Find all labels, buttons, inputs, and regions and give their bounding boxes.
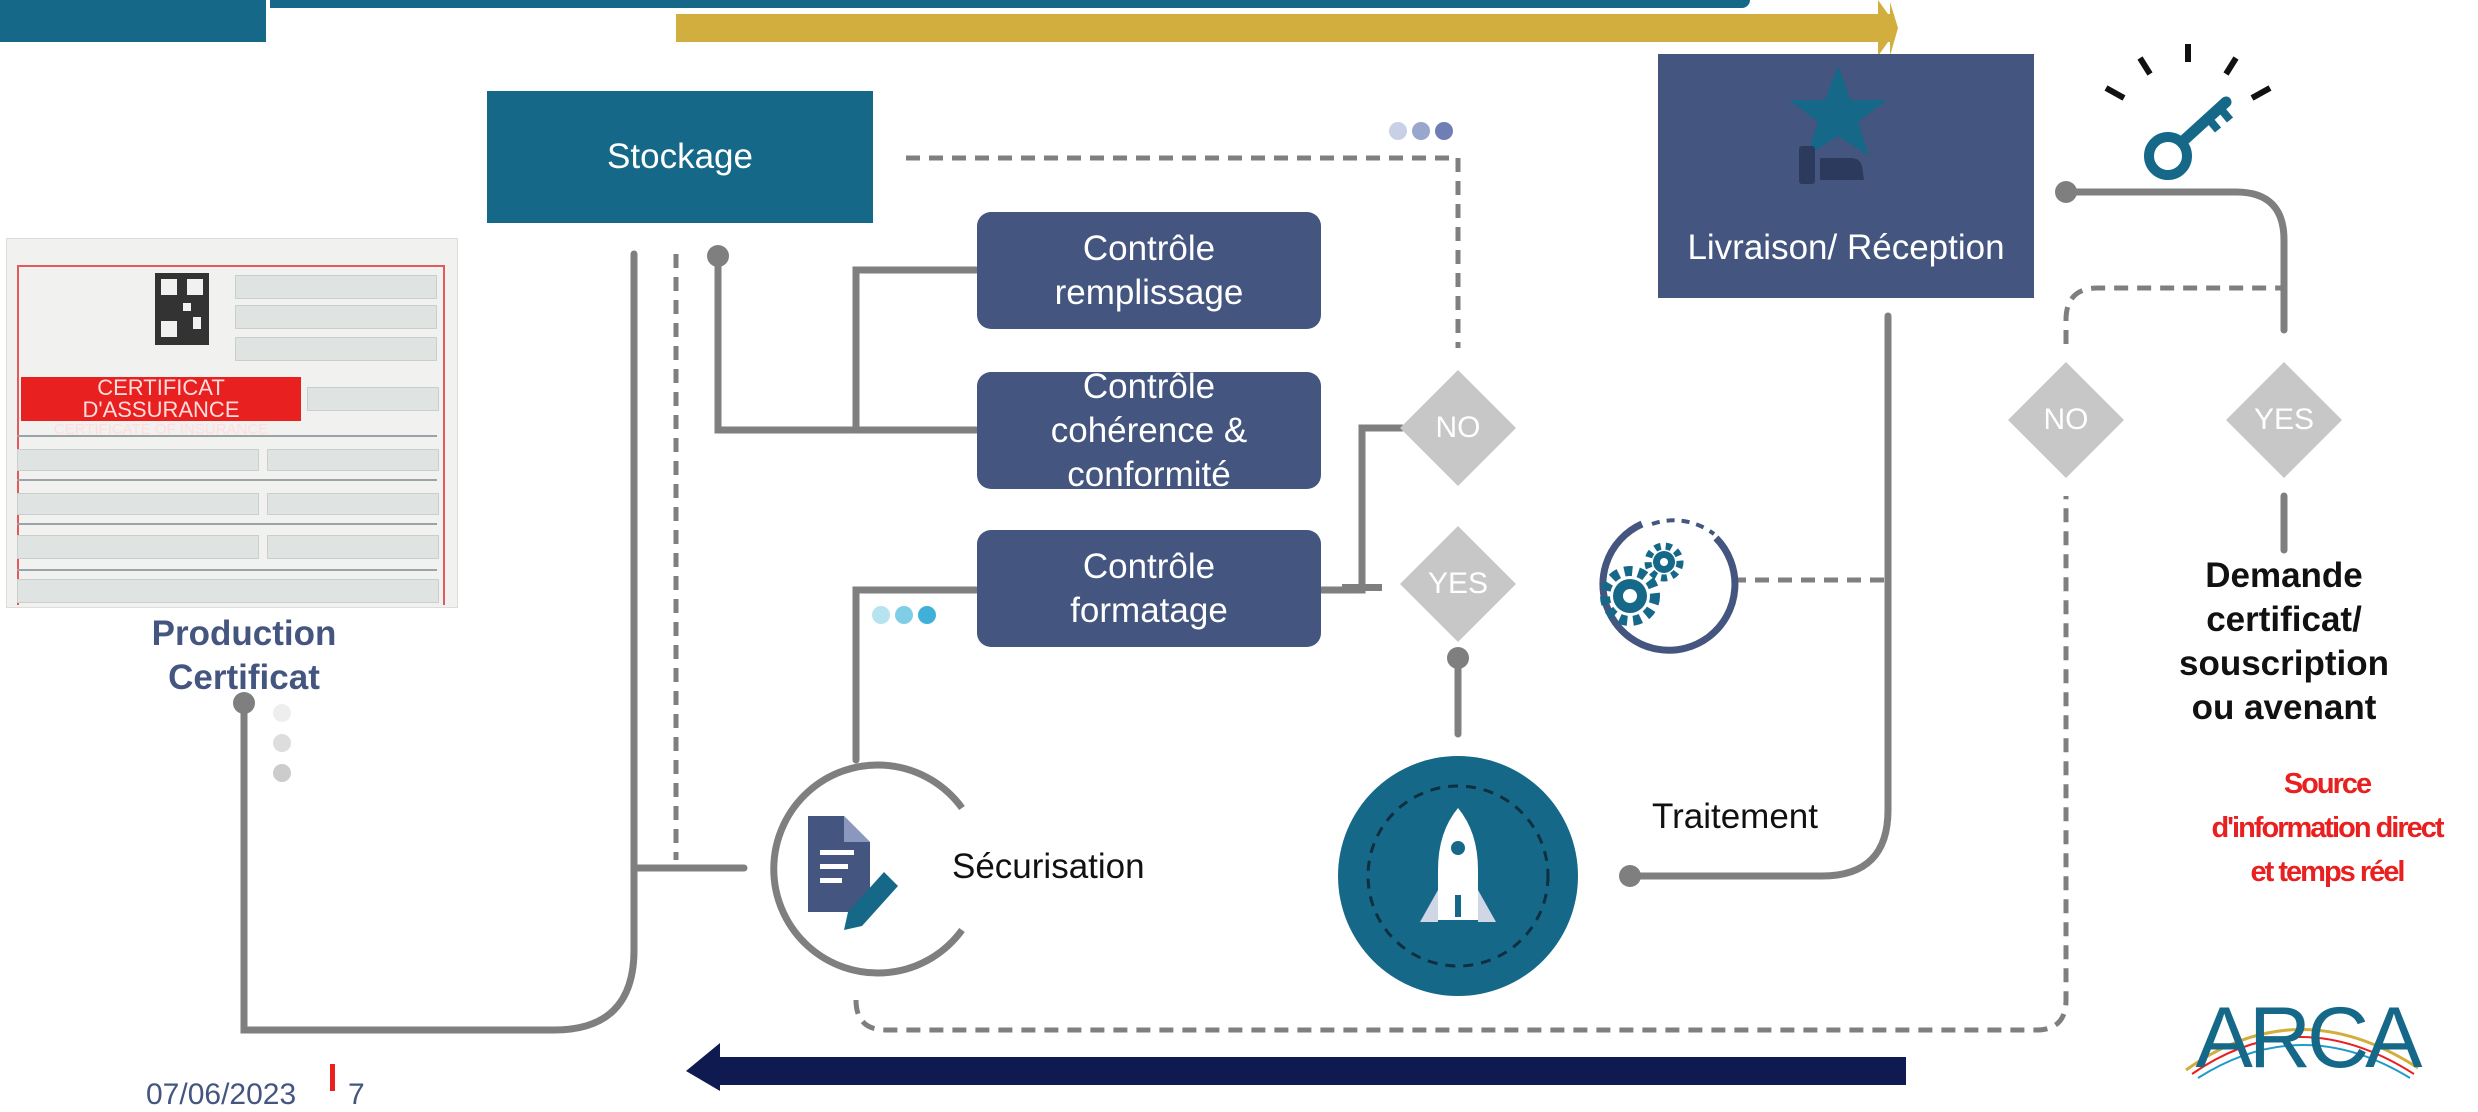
stockage-label: Stockage xyxy=(607,137,753,176)
certificate-document-image: CERTIFICAT D'ASSURANCE CERTIFICATE OF IN… xyxy=(6,238,458,608)
progress-dots-mid xyxy=(872,606,936,624)
document-pen-icon xyxy=(808,816,898,930)
certificate-banner-title: CERTIFICAT D'ASSURANCE xyxy=(82,375,240,422)
production-line1: Production xyxy=(151,614,337,653)
decision-yes-right: YES xyxy=(2253,403,2315,436)
production-certificat-label: Production Certificat xyxy=(114,612,374,700)
source-line2: d'information direct xyxy=(2211,812,2444,844)
controle-coherence-line2: cohérence & xyxy=(1050,410,1248,450)
securisation-label: Sécurisation xyxy=(952,847,1145,886)
controle-coherence-box: Contrôle cohérence & conformité xyxy=(977,372,1321,489)
decision-diamonds xyxy=(1400,362,2342,642)
controle-formatage-box: Contrôle formatage xyxy=(977,530,1321,647)
demande-line4: ou avenant xyxy=(2191,688,2377,727)
source-line1: Source xyxy=(2283,768,2372,800)
livraison-label: Livraison/ Réception xyxy=(1687,228,2005,267)
production-line2: Certificat xyxy=(168,658,320,697)
source-label: Source d'information direct et temps rée… xyxy=(2196,762,2458,894)
footer-date: 07/06/2023 xyxy=(146,1078,297,1111)
star-in-hand-icon xyxy=(1789,66,1887,184)
gears-icon xyxy=(1599,518,1739,654)
progress-dots-top xyxy=(1389,122,1453,140)
controle-remplissage-box: Contrôle remplissage xyxy=(977,212,1321,329)
controle-remplissage-line1: Contrôle xyxy=(1082,228,1216,268)
demande-line1: Demande xyxy=(2205,556,2363,595)
footer-page-number: 7 xyxy=(348,1078,365,1111)
controle-formatage-line1: Contrôle xyxy=(1082,546,1216,586)
controle-coherence-line1: Contrôle xyxy=(1082,372,1216,406)
demande-label: Demande certificat/ souscription ou aven… xyxy=(2154,554,2414,730)
demande-line2: certificat/ xyxy=(2206,600,2362,639)
controle-formatage-line2: formatage xyxy=(1070,590,1228,630)
navy-flow-arrow xyxy=(686,1043,1906,1091)
key-icon xyxy=(2104,44,2272,180)
decision-no-right: NO xyxy=(2043,403,2089,436)
certificate-banner-subtitle: CERTIFICATE OF INSURANCE xyxy=(53,421,269,438)
arca-logo-text: ARCA xyxy=(2195,990,2423,1086)
source-line3: et temps réel xyxy=(2250,856,2406,888)
gold-flow-arrow xyxy=(676,0,1898,56)
arca-logo: ARCA xyxy=(2178,990,2428,1086)
arca-logo-arc xyxy=(2185,1028,2419,1079)
rocket-icon xyxy=(1338,756,1578,996)
controle-remplissage-line2: remplissage xyxy=(1054,272,1244,312)
securisation-node xyxy=(770,761,965,977)
stockage-box: Stockage xyxy=(487,91,873,223)
decision-yes-left: YES xyxy=(1427,567,1489,600)
header-corner-block xyxy=(0,0,266,42)
dashed-connectors xyxy=(673,155,2284,1033)
traitement-label: Traitement xyxy=(1652,797,1818,836)
qr-code xyxy=(155,273,209,345)
header-bar xyxy=(270,0,1750,8)
certificate-banner: CERTIFICAT D'ASSURANCE CERTIFICATE OF IN… xyxy=(21,375,301,438)
progress-dots-left xyxy=(273,704,291,782)
demande-line3: souscription xyxy=(2178,644,2390,683)
controle-coherence-line3: conformité xyxy=(1067,454,1231,490)
connector-endpoints xyxy=(233,181,2077,887)
decision-no-left: NO xyxy=(1435,411,1481,444)
livraison-box: Livraison/ Réception xyxy=(1658,54,2034,298)
footer-separator xyxy=(330,1064,335,1091)
